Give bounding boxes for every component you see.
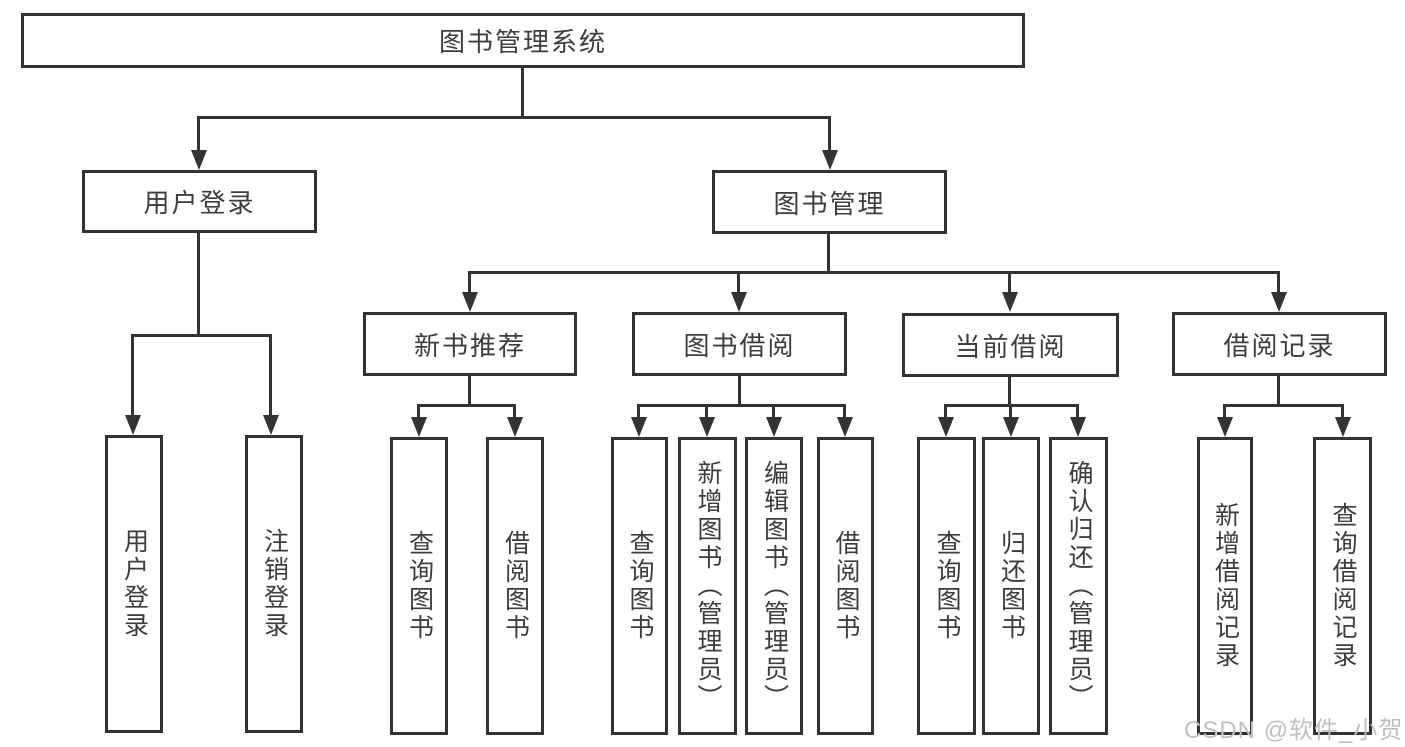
leaf-cb-return-books: 归还图书	[982, 437, 1040, 735]
arrowhead-leaf	[1003, 417, 1019, 437]
leaf-nb-borrow-books: 借阅图书	[486, 437, 544, 735]
connector-level2-bus	[198, 116, 831, 119]
connector-to-borrow-records	[1277, 271, 1280, 293]
arrowhead-leaf	[938, 417, 954, 437]
leaf-user-login: 用户登录	[105, 435, 163, 733]
connector-user-login-drop	[197, 233, 200, 337]
node-new-book-recommend: 新书推荐	[363, 312, 577, 376]
node-label: 用户登录	[143, 188, 256, 218]
node-library-management-system: 图书管理系统	[21, 13, 1025, 68]
node-label: 当前借阅	[954, 331, 1067, 362]
connector-user-login-bus	[132, 334, 272, 337]
connector-leaf-drop	[843, 404, 846, 418]
leaf-nb-query-books: 查询图书	[390, 437, 448, 735]
node-current-borrowing: 当前借阅	[902, 313, 1119, 377]
connector-level3-bus	[468, 271, 1280, 274]
connector-to-current-borrow	[1008, 271, 1011, 293]
arrowhead-borrow-records	[1271, 292, 1287, 312]
leaf-label: 查询图书	[933, 530, 961, 642]
leaf-label: 注销登录	[260, 528, 289, 640]
connector-book-borrow-drop	[738, 376, 741, 407]
arrowhead-leaf	[411, 417, 427, 437]
arrowhead-leaf	[1335, 417, 1351, 437]
leaf-cb-query-books: 查询图书	[917, 437, 976, 735]
connector-to-book-borrow	[737, 271, 740, 293]
leaf-label: 用户登录	[120, 528, 149, 640]
leaf-logout: 注销登录	[245, 435, 303, 733]
leaf-label: 确认归还（管理员）	[1065, 460, 1093, 712]
connector-leaf-drop	[772, 404, 775, 418]
arrowhead-current-borrow	[1002, 292, 1018, 312]
connector-leaf-drop	[417, 404, 420, 418]
connector-to-new-books	[468, 271, 471, 293]
node-borrowing-records: 借阅记录	[1172, 312, 1387, 376]
arrowhead-leaf	[837, 417, 853, 437]
leaf-label: 新增图书（管理员）	[694, 460, 722, 712]
arrowhead-new-books	[462, 292, 478, 312]
arrowhead-leaf	[699, 417, 715, 437]
leaf-label: 查询图书	[405, 530, 434, 642]
connector-root-drop	[521, 68, 524, 118]
arrowhead-leaf-logout	[263, 415, 279, 435]
leaf-label: 借阅图书	[832, 530, 860, 642]
connector-leaf-drop	[1009, 404, 1012, 418]
leaf-label: 编辑图书（管理员）	[760, 460, 789, 712]
connector-leaf-drop	[637, 404, 640, 418]
connector-leaf-drop	[705, 404, 708, 418]
leaf-bb-edit-books-admin: 编辑图书（管理员）	[745, 437, 803, 735]
connector-leaf-drop	[513, 404, 516, 418]
connector-to-book-management	[828, 116, 831, 151]
leaf-cb-confirm-return-admin: 确认归还（管理员）	[1049, 437, 1108, 735]
leaf-label: 借阅图书	[501, 530, 530, 642]
connector-book-mgmt-drop	[827, 234, 830, 273]
connector-to-leaf-login	[131, 334, 134, 416]
arrowhead-user-login	[191, 150, 207, 170]
leaf-bb-add-books-admin: 新增图书（管理员）	[678, 437, 737, 735]
leaf-label: 新增借阅记录	[1211, 502, 1240, 670]
arrowhead-leaf	[507, 417, 523, 437]
leaf-br-query-record: 查询借阅记录	[1313, 437, 1372, 735]
connector-borrow-records-drop	[1277, 376, 1280, 407]
node-user-login: 用户登录	[82, 170, 317, 233]
connector-new-books-bus	[417, 404, 515, 407]
arrowhead-leaf	[1070, 417, 1086, 437]
leaf-bb-query-books: 查询图书	[611, 437, 668, 735]
arrowhead-leaf	[766, 417, 782, 437]
connector-new-books-drop	[468, 376, 471, 407]
node-label: 新书推荐	[413, 330, 526, 361]
connector-to-user-login	[197, 116, 200, 151]
connector-book-borrow-bus	[637, 404, 845, 407]
arrowhead-book-borrow	[731, 292, 747, 312]
arrowhead-leaf-login	[125, 415, 141, 435]
node-label: 图书管理	[773, 188, 886, 219]
node-book-borrowing: 图书借阅	[632, 312, 847, 376]
arrowhead-leaf	[1217, 417, 1233, 437]
connector-leaf-drop	[1341, 404, 1344, 418]
connector-leaf-drop	[944, 404, 947, 418]
leaf-label: 归还图书	[997, 530, 1026, 642]
connector-borrow-records-bus	[1223, 404, 1343, 407]
csdn-watermark: CSDN @软件_小贺同学	[1184, 717, 1405, 744]
connector-current-borrow-drop	[1008, 377, 1011, 407]
connector-to-leaf-logout	[269, 334, 272, 416]
node-book-management: 图书管理	[712, 170, 947, 234]
node-label: 图书管理系统	[438, 27, 607, 57]
node-label: 借阅记录	[1223, 330, 1336, 361]
connector-leaf-drop	[1076, 404, 1079, 418]
node-label: 图书借阅	[683, 330, 796, 361]
leaf-bb-borrow-books: 借阅图书	[817, 437, 874, 735]
leaf-br-add-record: 新增借阅记录	[1197, 437, 1253, 735]
connector-leaf-drop	[1223, 404, 1226, 418]
arrowhead-leaf	[631, 417, 647, 437]
leaf-label: 查询借阅记录	[1329, 502, 1357, 670]
leaf-label: 查询图书	[626, 530, 654, 642]
arrowhead-book-management	[822, 150, 838, 170]
